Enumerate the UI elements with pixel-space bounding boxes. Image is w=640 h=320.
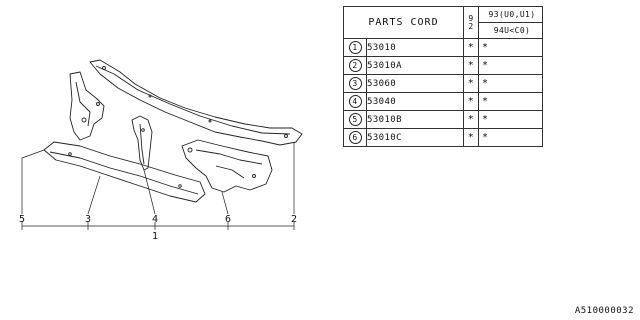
callout-4: 4 <box>151 214 159 225</box>
part-number: 53060 <box>366 74 464 93</box>
row-number: 1 <box>343 38 367 57</box>
code-94: 94U<C0) <box>479 23 542 38</box>
callout-5: 5 <box>18 214 26 225</box>
row-number: 2 <box>343 56 367 75</box>
code-c: U<C0) <box>504 26 531 35</box>
callout-3: 3 <box>84 214 92 225</box>
parts-table-title: PARTS CORD <box>343 6 464 39</box>
applicability-mark: * <box>478 110 543 129</box>
applicability-mark: * <box>463 110 479 129</box>
left-side-panel <box>69 71 105 141</box>
right-side-bracket <box>181 139 273 193</box>
row-number: 6 <box>343 128 367 147</box>
part-number: 53010 <box>366 38 464 57</box>
callout-1: 1 <box>151 231 159 242</box>
row-number-badge: 1 <box>348 41 362 54</box>
year-a-top: 9 <box>468 13 474 23</box>
diagram-code: A510000032 <box>574 306 634 316</box>
parts-diagram <box>21 59 303 230</box>
applicability-mark: * <box>463 38 479 57</box>
applicability-mark: * <box>478 74 543 93</box>
part-number: 53040 <box>366 92 464 111</box>
year-a-bottom: 2 <box>468 21 474 31</box>
row-number: 5 <box>343 110 367 129</box>
year-b-bottom: 3 <box>493 10 499 19</box>
code-b: (U0,U1) <box>498 10 536 19</box>
applicability-mark: * <box>478 38 543 57</box>
part-number: 53010A <box>366 56 464 75</box>
row-number-badge: 2 <box>348 59 362 72</box>
center-stay <box>131 115 153 171</box>
lower-cross-member <box>43 141 206 203</box>
row-number-badge: 6 <box>348 131 362 144</box>
upper-support-bar <box>89 59 303 146</box>
applicability-mark: * <box>463 74 479 93</box>
applicability-mark: * <box>478 128 543 147</box>
row-number: 3 <box>343 74 367 93</box>
code-93: 93(U0,U1) <box>479 7 542 23</box>
part-number: 53010C <box>366 128 464 147</box>
callout-2: 2 <box>290 214 298 225</box>
row-number-badge: 3 <box>348 77 362 90</box>
applicability-mark: * <box>478 92 543 111</box>
year-column-92: 9 2 <box>463 6 479 39</box>
applicability-mark: * <box>463 92 479 111</box>
applicability-mark: * <box>478 56 543 75</box>
year-c-bottom: 4 <box>498 26 505 35</box>
parts-table-header: PARTS CORD 9 2 93(U0,U1) 94U<C0) <box>343 6 543 39</box>
part-number: 53010B <box>366 110 464 129</box>
row-number-badge: 4 <box>348 95 362 108</box>
row-number: 4 <box>343 92 367 111</box>
year-b-top: 9 <box>488 10 494 19</box>
year-codes-column: 93(U0,U1) 94U<C0) <box>478 6 543 39</box>
applicability-mark: * <box>463 56 479 75</box>
row-number-badge: 5 <box>348 113 362 126</box>
applicability-mark: * <box>463 128 479 147</box>
year-c-top: 9 <box>493 26 499 35</box>
callout-6: 6 <box>224 214 232 225</box>
